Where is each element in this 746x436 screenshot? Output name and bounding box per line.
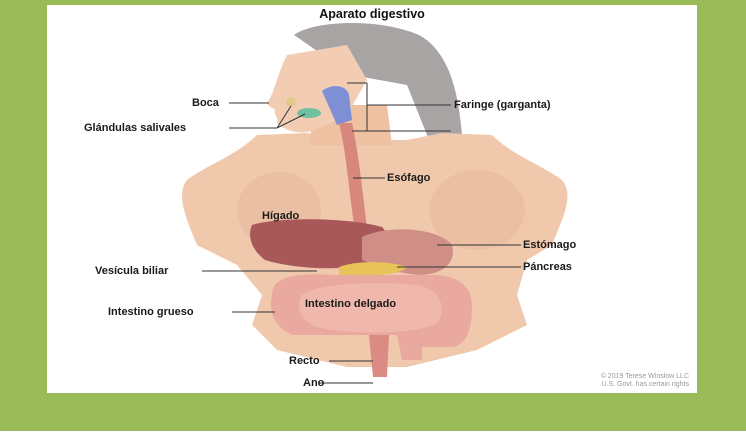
- breast-right: [429, 170, 525, 250]
- label-recto: Recto: [289, 355, 320, 367]
- label-faringe: Faringe (garganta): [454, 99, 551, 111]
- rectum-shape: [369, 335, 389, 377]
- label-boca: Boca: [192, 97, 219, 109]
- copyright-line-2: U.S. Govt. has certain rights: [601, 381, 689, 389]
- label-intestino-grueso: Intestino grueso: [108, 306, 194, 318]
- salivary-gland-small: [286, 97, 296, 107]
- label-pancreas: Páncreas: [523, 261, 572, 273]
- label-glandulas-salivales: Glándulas salivales: [84, 122, 186, 134]
- copyright-line-1: © 2019 Terese Winslow LLC: [601, 373, 689, 381]
- bottom-strip: [0, 431, 746, 436]
- label-higado: Hígado: [262, 210, 299, 222]
- diagram-frame: Aparato digestivo Boca Glándulas salival…: [47, 5, 697, 393]
- label-ano: Ano: [303, 377, 324, 389]
- digestive-system-illustration: [47, 5, 697, 393]
- copyright-notice: © 2019 Terese Winslow LLC U.S. Govt. has…: [601, 373, 689, 389]
- label-esofago: Esófago: [387, 172, 430, 184]
- label-vesicula-biliar: Vesícula biliar: [95, 265, 168, 277]
- label-estomago: Estómago: [523, 239, 576, 251]
- label-intestino-delgado: Intestino delgado: [305, 298, 396, 310]
- diagram-title: Aparato digestivo: [47, 7, 697, 21]
